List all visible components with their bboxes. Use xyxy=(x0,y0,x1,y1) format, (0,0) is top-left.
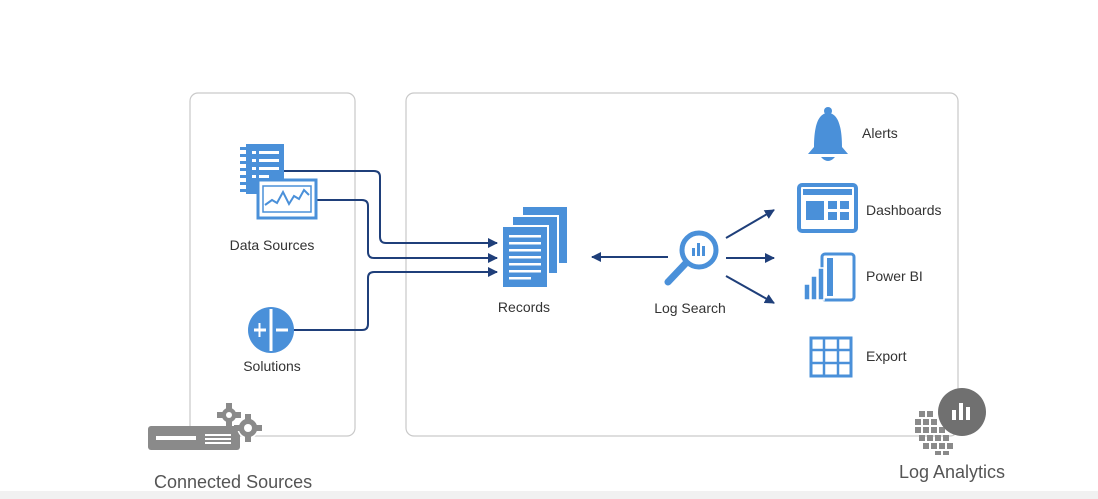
connected-sources-title: Connected Sources xyxy=(154,472,312,492)
grid-icon xyxy=(809,336,853,378)
log-analytics-logo-icon xyxy=(915,388,986,455)
log-analytics-frame xyxy=(405,92,959,437)
bell-icon xyxy=(808,107,848,161)
export-label: Export xyxy=(866,348,907,364)
records-label: Records xyxy=(498,299,550,315)
connector-to-dashboards xyxy=(725,209,775,239)
log-analytics-title: Log Analytics xyxy=(899,462,1005,482)
solutions-icon xyxy=(248,307,294,353)
connector-to-export xyxy=(725,275,775,304)
records-icon xyxy=(501,205,569,289)
solutions-label: Solutions xyxy=(243,358,301,374)
connected-sources-frame xyxy=(189,92,356,437)
connector-solutions xyxy=(293,267,498,331)
dashboards-label: Dashboards xyxy=(866,202,942,218)
log-search-icon xyxy=(664,230,719,286)
connector-data-source-chart xyxy=(316,199,498,263)
data-sources-label: Data Sources xyxy=(230,237,315,253)
power-bi-label: Power BI xyxy=(866,268,923,284)
power-bi-icon xyxy=(803,252,856,302)
dashboard-icon xyxy=(797,183,858,233)
bottom-strip xyxy=(0,491,1098,499)
output-connectors xyxy=(725,209,775,304)
log-search-label: Log Search xyxy=(654,300,726,316)
data-sources-icon xyxy=(240,144,318,220)
source-connectors xyxy=(280,170,498,331)
server-gears-icon xyxy=(148,403,262,450)
alerts-label: Alerts xyxy=(862,125,898,141)
connector-data-source-top xyxy=(280,170,498,248)
